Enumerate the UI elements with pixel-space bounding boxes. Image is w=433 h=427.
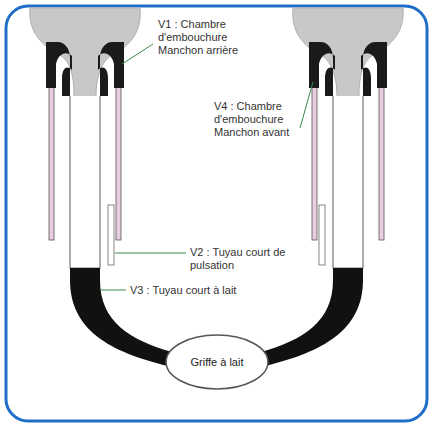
- frame: [6, 6, 427, 421]
- leader-line: [300, 82, 313, 128]
- milk-tube: [70, 268, 172, 366]
- part-label: V3 : Tuyau court à lait: [130, 284, 280, 297]
- leader-line: [115, 253, 186, 254]
- claw-ellipse: Griffe à lait: [165, 334, 269, 390]
- rear-teatcup: [30, 8, 140, 268]
- front-teatcup: [293, 8, 403, 268]
- part-label: V1 : Chambre d'embouchure Manchon arrièr…: [158, 18, 254, 57]
- part-label: V4 : Chambre d'embouchure Manchon avant: [214, 100, 296, 139]
- part-label: V2 : Tuyau court de pulsation: [190, 246, 302, 272]
- leader-line: [122, 44, 153, 64]
- leader-line: [100, 290, 126, 291]
- node-text: Griffe à lait: [191, 356, 244, 369]
- milk-tube: [261, 268, 363, 366]
